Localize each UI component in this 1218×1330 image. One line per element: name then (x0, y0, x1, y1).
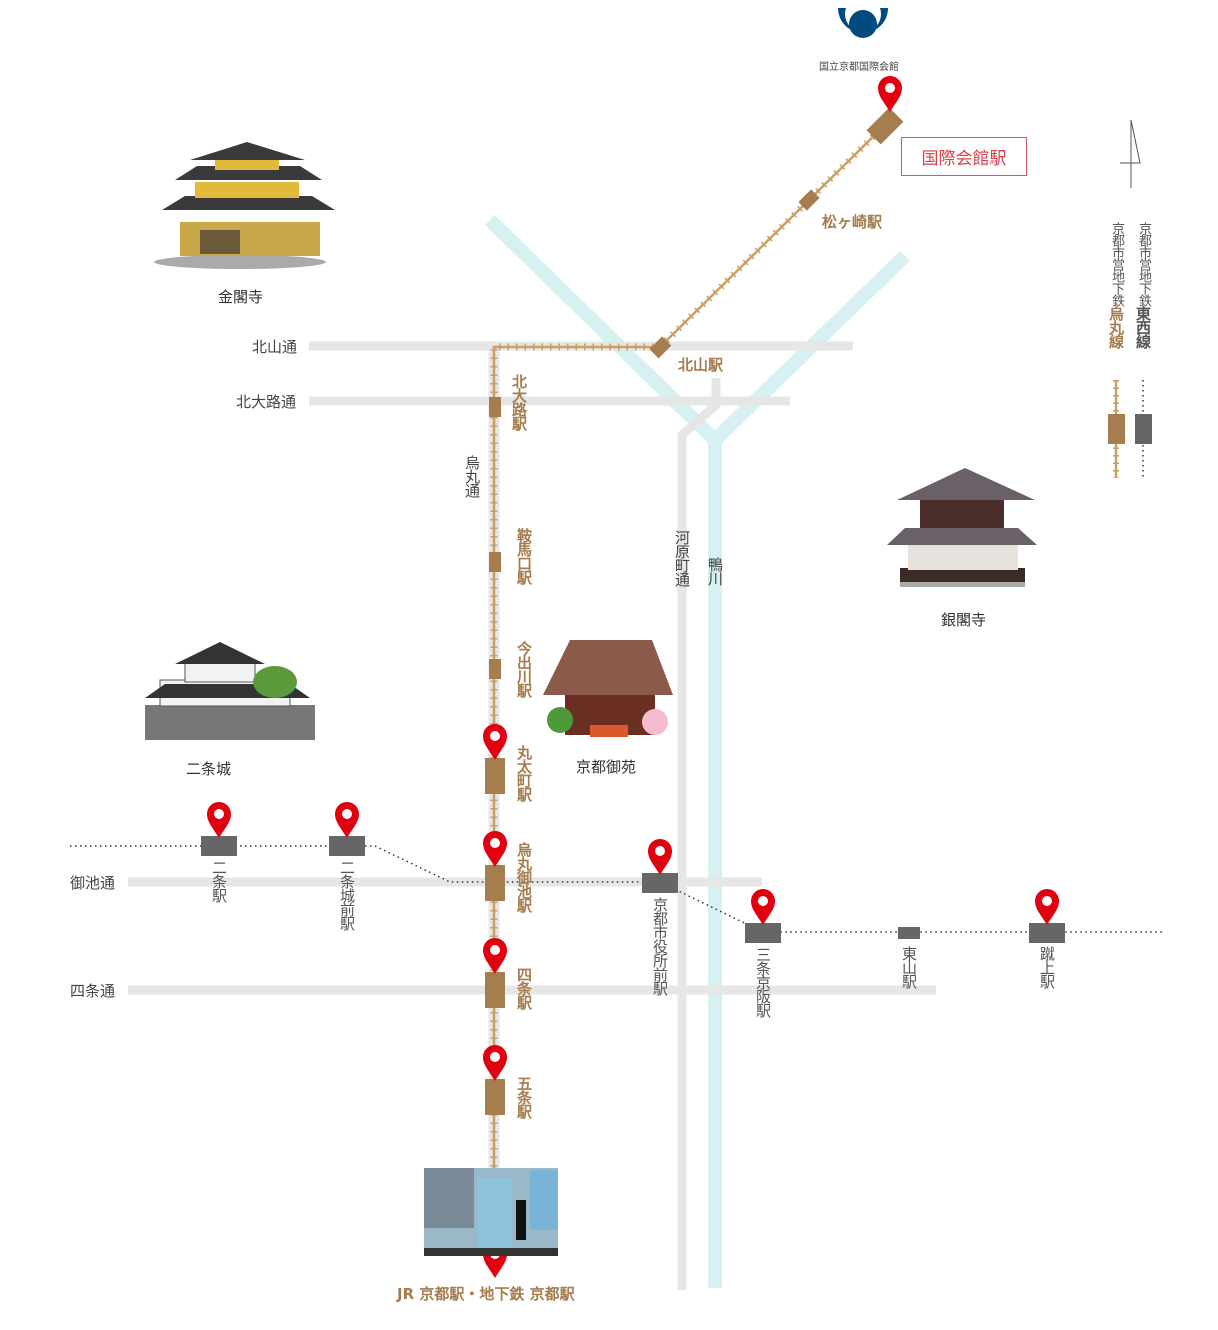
pin-icon (878, 76, 902, 112)
station-nijojo-mae (329, 836, 365, 856)
road-label-kitaoji: 北大路通 (236, 393, 297, 411)
tozai-line (70, 845, 1165, 933)
station-marutamachi (485, 758, 505, 794)
station-kitaoji (489, 397, 501, 417)
station-label-marutamachi: 丸太町駅 (515, 745, 533, 801)
kyoto-station-label: JR 京都駅・地下鉄 京都駅 (397, 1285, 575, 1303)
station-shiyakusho-mae (642, 873, 678, 893)
kyoto-icc-logo (838, 8, 888, 38)
station-label-gojo: 五条駅 (515, 1076, 533, 1118)
pin-icon (207, 802, 231, 838)
pin-icon (483, 724, 507, 760)
pin-icon (335, 802, 359, 838)
legend-tozai-prefix: 京都市営地下鉄 (1136, 222, 1151, 306)
station-label-higashiyama: 東山駅 (900, 946, 918, 988)
road-label-shijo: 四条通 (70, 982, 116, 1000)
station-shijo (485, 972, 505, 1008)
station-kitayama (649, 336, 672, 359)
legend-tozai-name: 東西線 (1134, 306, 1152, 348)
road-label-karasuma: 烏丸通 (463, 455, 481, 497)
station-keage (1029, 923, 1065, 943)
station-kuramaguchi (489, 552, 501, 572)
station-label-kitaoji: 北大路駅 (510, 374, 528, 430)
road-label-oike: 御池通 (70, 874, 116, 892)
roads (128, 341, 936, 1290)
station-label-kuramaguchi: 鞍馬口駅 (515, 528, 533, 584)
station-label-nijo: 二条駅 (210, 860, 228, 902)
station-matsugasaki (798, 189, 820, 211)
destination-station-label[interactable]: 国際会館駅 (901, 137, 1027, 176)
legend-tozai-icon (1135, 380, 1152, 478)
station-label-nijojo-mae: 二条城前駅 (338, 860, 356, 930)
river-label-kamo: 鴨川 (706, 557, 724, 585)
legend-karasuma-name: 烏丸線 (1107, 306, 1125, 348)
station-label-kitayama: 北山駅 (678, 356, 724, 374)
station-label-karasuma-oike: 烏丸御池駅 (515, 842, 533, 912)
station-gojo (485, 1079, 505, 1115)
landmark-ginkakuji: 銀閣寺 (941, 611, 987, 629)
station-label-shiyakusho-mae: 京都市役所前駅 (651, 897, 669, 995)
station-imadegawa (489, 659, 501, 679)
station-label-keage: 蹴上駅 (1038, 946, 1056, 988)
station-label-imadegawa: 今出川駅 (515, 641, 533, 697)
kyoto-station-illustration (424, 1168, 558, 1256)
nijojo-illustration (145, 642, 315, 740)
station-karasuma-oike (485, 865, 505, 901)
legend-karasuma-prefix: 京都市営地下鉄 (1109, 222, 1124, 306)
landmark-nijojo: 二条城 (186, 760, 232, 778)
gyoen-illustration (543, 640, 673, 737)
pin-icon (751, 889, 775, 925)
station-label-shijo: 四条駅 (515, 967, 533, 1009)
road-label-kawaramachi: 河原町通 (673, 530, 691, 586)
station-label-sanjo-keihan: 三条京阪駅 (754, 947, 772, 1017)
station-label-matsugasaki: 松ヶ崎駅 (822, 213, 883, 231)
legend-karasuma-icon (1108, 380, 1125, 478)
kinkakuji-illustration (154, 142, 335, 269)
landmark-kinkakuji: 金閣寺 (218, 288, 264, 306)
legend-tozai: 京都市営地下鉄東西線 (1134, 222, 1152, 348)
station-higashiyama (898, 927, 920, 939)
station-kokusaikaikan (866, 107, 904, 145)
station-sanjo-keihan (745, 923, 781, 943)
logo-label: 国立京都国際会館 (819, 62, 899, 73)
road-label-kitayama: 北山通 (252, 338, 298, 356)
pin-icon (648, 839, 672, 875)
legend-karasuma: 京都市営地下鉄烏丸線 (1107, 222, 1125, 348)
kamo-river (485, 214, 910, 1288)
pin-icon (1035, 889, 1059, 925)
north-arrow-icon (1120, 119, 1141, 188)
road-kawaramachi (677, 378, 721, 1290)
station-nijo (201, 836, 237, 856)
pin-icon (483, 1045, 507, 1081)
pin-icon (483, 831, 507, 867)
ginkakuji-illustration (887, 468, 1037, 587)
landmark-gyoen: 京都御苑 (576, 758, 637, 776)
pin-icon (483, 938, 507, 974)
